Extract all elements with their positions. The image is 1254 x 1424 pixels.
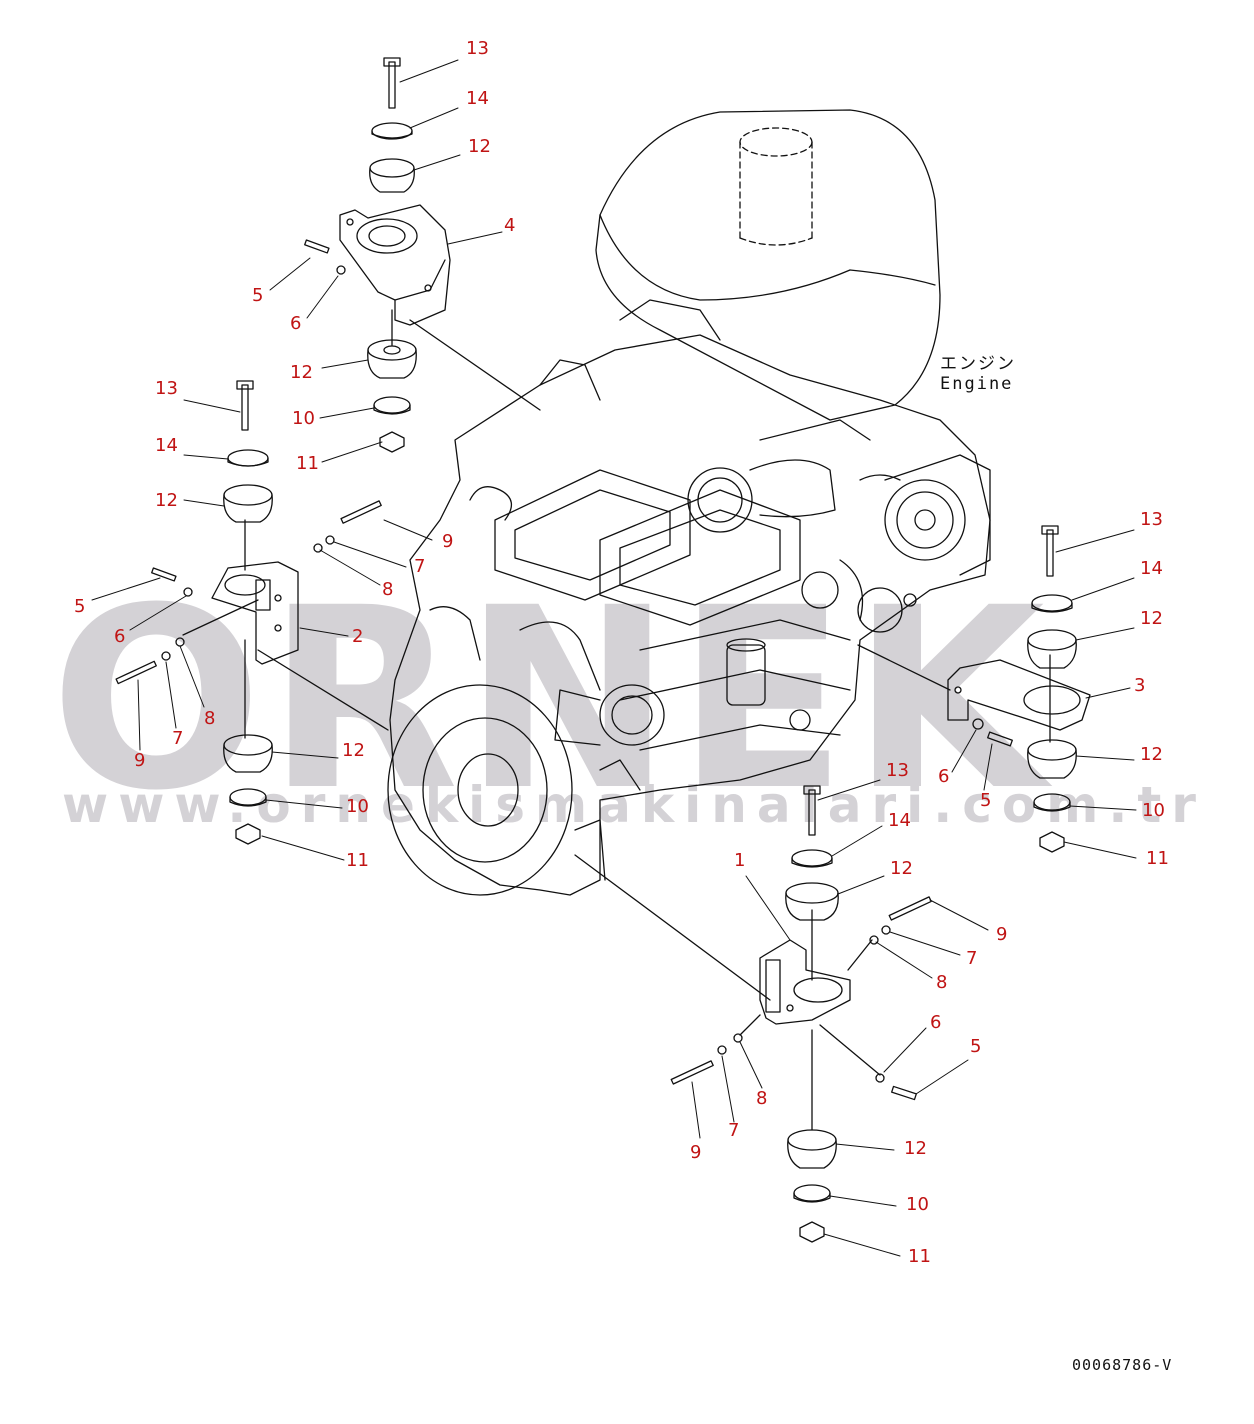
mount-stack-front-left — [116, 381, 381, 844]
callout-8: 8 — [936, 972, 948, 993]
bracket-4 — [340, 205, 450, 325]
drawing-number: 00068786-V — [1072, 1356, 1173, 1374]
bracket-2 — [212, 562, 298, 664]
callout-14: 14 — [466, 88, 489, 109]
callout-8: 8 — [756, 1088, 768, 1109]
callout-11: 11 — [908, 1246, 931, 1267]
callout-11: 11 — [1146, 848, 1169, 869]
callout-12: 12 — [290, 362, 313, 383]
callout-12: 12 — [155, 490, 178, 511]
callout-8: 8 — [204, 708, 216, 729]
callout-6: 6 — [930, 1012, 942, 1033]
callout-12: 12 — [1140, 608, 1163, 629]
callout-6: 6 — [114, 626, 126, 647]
callout-7: 7 — [966, 948, 978, 969]
callout-9: 9 — [690, 1142, 702, 1163]
callout-3: 3 — [1134, 675, 1146, 696]
callout-7: 7 — [414, 556, 426, 577]
callout-7: 7 — [728, 1120, 740, 1141]
callout-4: 4 — [504, 215, 516, 236]
callout-14: 14 — [888, 810, 911, 831]
bracket-1 — [760, 940, 850, 1024]
mount-stack-top — [305, 58, 417, 452]
callout-9: 9 — [996, 924, 1008, 945]
callout-9: 9 — [442, 531, 454, 552]
callout-12: 12 — [468, 136, 491, 157]
engine-label-english: Engine — [940, 373, 1014, 394]
leader-lines — [92, 60, 1136, 1256]
callout-5: 5 — [252, 285, 264, 306]
engine-label: エンジン Engine — [940, 354, 1016, 394]
callout-6: 6 — [290, 313, 302, 334]
engine-body — [388, 110, 990, 895]
bracket-3 — [948, 660, 1090, 730]
mount-stack-rear-right — [973, 526, 1076, 852]
callout-12: 12 — [904, 1138, 927, 1159]
callout-10: 10 — [346, 796, 369, 817]
assembly-lines — [183, 310, 1050, 1130]
callout-14: 14 — [1140, 558, 1163, 579]
callout-12: 12 — [342, 740, 365, 761]
callout-5: 5 — [980, 790, 992, 811]
callout-12: 12 — [1140, 744, 1163, 765]
callout-6: 6 — [938, 766, 950, 787]
callout-5: 5 — [74, 596, 86, 617]
callout-12: 12 — [890, 858, 913, 879]
callout-13: 13 — [1140, 509, 1163, 530]
callout-13: 13 — [155, 378, 178, 399]
callout-11: 11 — [296, 453, 319, 474]
callout-11: 11 — [346, 850, 369, 871]
callout-10: 10 — [1142, 800, 1165, 821]
callout-13: 13 — [886, 760, 909, 781]
callout-9: 9 — [134, 750, 146, 771]
callout-1: 1 — [734, 850, 746, 871]
callout-14: 14 — [155, 435, 178, 456]
engine-label-japanese: エンジン — [940, 354, 1016, 374]
callout-13: 13 — [466, 38, 489, 59]
callout-10: 10 — [292, 408, 315, 429]
callout-10: 10 — [906, 1194, 929, 1215]
callout-8: 8 — [382, 579, 394, 600]
callout-7: 7 — [172, 728, 184, 749]
callout-2: 2 — [352, 626, 364, 647]
mount-stack-rear-left — [671, 786, 931, 1242]
callout-5: 5 — [970, 1036, 982, 1057]
